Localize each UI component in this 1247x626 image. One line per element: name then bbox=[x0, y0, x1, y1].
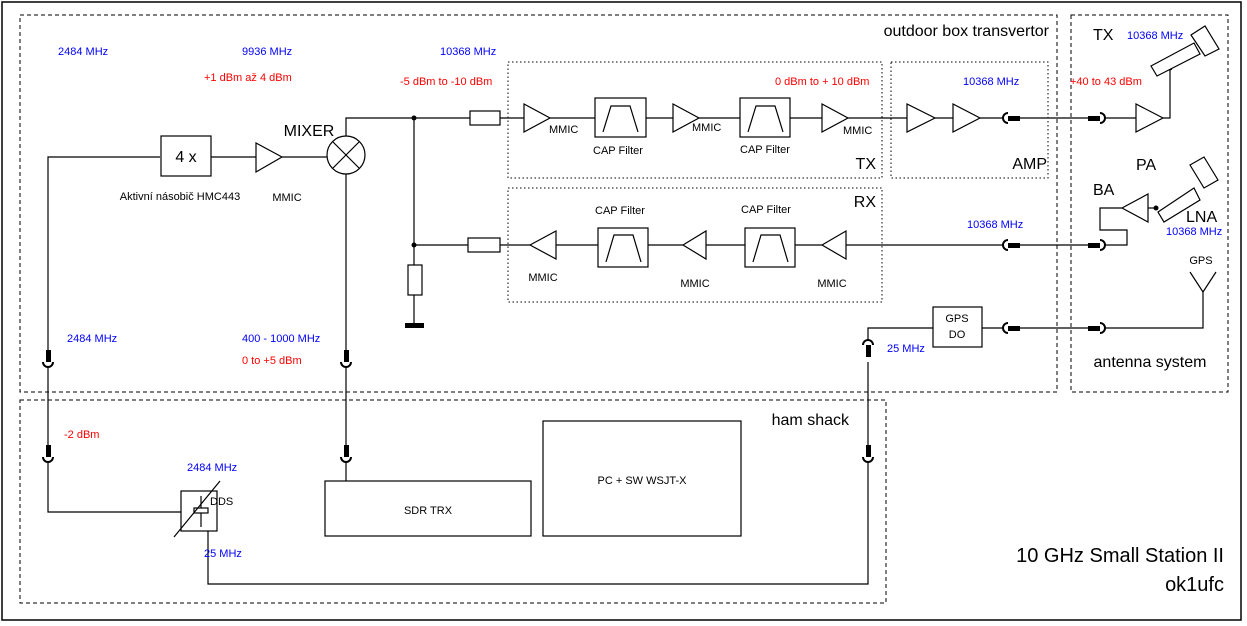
gps-do-label-2: DO bbox=[949, 329, 966, 341]
tx-mmic-2-label: MMIC bbox=[692, 122, 721, 134]
rx-mmic-1 bbox=[820, 229, 847, 261]
tx-mmic-3-label: MMIC bbox=[843, 125, 872, 137]
antenna-title: antenna system bbox=[1094, 354, 1207, 371]
lo-mmic-label: MMIC bbox=[272, 192, 301, 204]
pa-label: PA bbox=[1136, 157, 1156, 174]
tx-mmic-2 bbox=[672, 102, 701, 134]
mixer-label: MIXER bbox=[284, 123, 335, 140]
termination-resistor bbox=[407, 264, 423, 296]
rx-mmic-3-label: MMIC bbox=[528, 272, 557, 284]
freq-label: 25 MHz bbox=[887, 343, 925, 355]
amp-frame bbox=[890, 61, 1049, 179]
connector-icon bbox=[1099, 322, 1106, 334]
outdoor-title: outdoor box transvertor bbox=[884, 23, 1050, 40]
multiplier-caption: Aktivní násobič HMC443 bbox=[120, 191, 240, 203]
freq-label: 2484 MHz bbox=[187, 462, 237, 474]
rx-mmic-1-label: MMIC bbox=[817, 278, 846, 290]
lo-mmic-amplifier bbox=[255, 141, 284, 174]
pc-label: PC + SW WSJT-X bbox=[598, 475, 688, 487]
ham-shack-frame bbox=[19, 399, 887, 604]
connector-icon bbox=[862, 456, 874, 463]
level-label: 0 to +5 dBm bbox=[242, 355, 302, 367]
rx-mmic-2 bbox=[681, 229, 707, 261]
connector-icon bbox=[1002, 239, 1009, 251]
freq-label: 10368 MHz bbox=[963, 76, 1019, 88]
rx-attenuator bbox=[467, 237, 501, 253]
freq-label: 25 MHz bbox=[204, 548, 242, 560]
amp-stage-2 bbox=[952, 103, 982, 133]
freq-label: 400 - 1000 MHz bbox=[242, 333, 320, 345]
gps-antenna-icon bbox=[1189, 271, 1217, 294]
level-label: 0 dBm to + 10 dBm bbox=[775, 76, 869, 88]
rx-dish-antenna bbox=[1157, 187, 1201, 223]
connector-icon bbox=[42, 361, 54, 368]
connector-icon bbox=[1099, 239, 1106, 251]
gps-antenna-label: GPS bbox=[1189, 255, 1212, 267]
ground-icon bbox=[405, 323, 424, 328]
freq-label: 10368 MHz bbox=[1166, 226, 1222, 238]
shack-title: ham shack bbox=[772, 412, 850, 429]
page-title: 10 GHz Small Station II bbox=[1016, 545, 1224, 567]
outdoor-box-frame bbox=[19, 14, 1058, 393]
rx-cap-filter-1-label: CAP Filter bbox=[595, 205, 645, 217]
multiplier-block bbox=[160, 135, 212, 177]
tx-title: TX bbox=[856, 156, 877, 173]
rx-title: RX bbox=[854, 194, 877, 211]
lna-amplifier bbox=[1120, 192, 1149, 224]
ant-tx-label: TX bbox=[1093, 27, 1114, 44]
rx-mmic-2-label: MMIC bbox=[680, 278, 709, 290]
freq-label: 2484 MHz bbox=[67, 333, 117, 345]
connector-icon bbox=[1099, 112, 1106, 124]
lo-wire bbox=[47, 156, 160, 355]
antenna-system-frame bbox=[1070, 14, 1229, 393]
ba-label: BA bbox=[1093, 182, 1115, 199]
gps-do-label-1: GPS bbox=[945, 313, 968, 325]
pc-block bbox=[542, 420, 742, 537]
amp-title: AMP bbox=[1012, 156, 1047, 173]
tx-frame bbox=[507, 61, 883, 179]
pa-amplifier bbox=[1135, 103, 1165, 133]
connector-icon bbox=[340, 361, 352, 368]
rx-cap-filter-2-label: CAP Filter bbox=[741, 204, 791, 216]
gps-do-block bbox=[932, 306, 983, 348]
level-label: +40 to 43 dBm bbox=[1070, 76, 1142, 88]
level-label: -5 dBm to -10 dBm bbox=[400, 76, 492, 88]
sdr-trx-label: SDR TRX bbox=[404, 505, 453, 517]
freq-label: 9936 MHz bbox=[242, 46, 292, 58]
tx-cap-filter-1-label: CAP Filter bbox=[593, 145, 643, 157]
connector-icon bbox=[42, 456, 54, 463]
lna-label: LNA bbox=[1186, 209, 1217, 226]
tx-attenuator bbox=[469, 110, 501, 126]
connector-icon bbox=[862, 339, 874, 346]
rx-mmic-3 bbox=[528, 229, 557, 261]
sdr-trx-block bbox=[324, 480, 532, 537]
freq-label: 10368 MHz bbox=[967, 219, 1023, 231]
level-label: +1 dBm až 4 dBm bbox=[204, 72, 292, 84]
tx-cap-filter-2-label: CAP Filter bbox=[740, 144, 790, 156]
freq-label: 10368 MHz bbox=[1127, 30, 1183, 42]
multiplier-label: 4 x bbox=[175, 149, 196, 166]
freq-label: 2484 MHz bbox=[58, 46, 108, 58]
connector-icon bbox=[340, 456, 352, 463]
connector-icon bbox=[1002, 322, 1009, 334]
dds-label: DDS bbox=[210, 496, 233, 508]
author: ok1ufc bbox=[1165, 574, 1224, 596]
tx-dish-antenna bbox=[1150, 42, 1201, 77]
tx-mmic-1-label: MMIC bbox=[549, 124, 578, 136]
tx-mmic-3 bbox=[821, 102, 850, 134]
tx-mmic-1 bbox=[523, 102, 552, 134]
freq-label: 10368 MHz bbox=[440, 46, 496, 58]
level-label: -2 dBm bbox=[64, 429, 99, 441]
connector-icon bbox=[1002, 112, 1009, 124]
amp-stage-1 bbox=[906, 103, 937, 133]
